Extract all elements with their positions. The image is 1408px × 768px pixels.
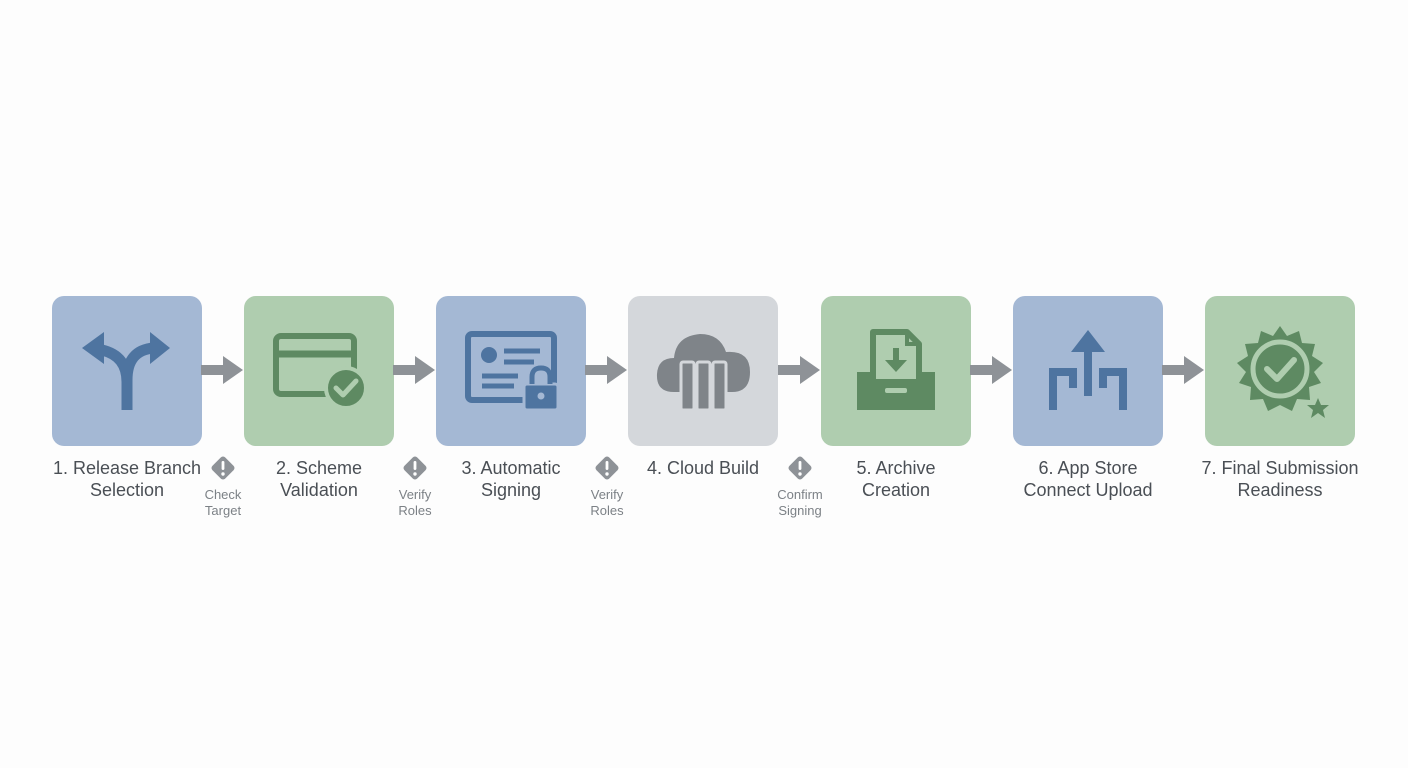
warning-diamond-icon — [211, 456, 235, 480]
card-check-icon — [273, 333, 368, 410]
step-3-tile — [436, 296, 586, 446]
certificate-lock-icon — [465, 331, 560, 412]
flow-arrow — [393, 354, 437, 386]
archive-tray-icon — [857, 329, 935, 410]
step-6-tile — [1013, 296, 1163, 446]
warning-diamond-icon — [788, 456, 812, 480]
warning-diamond-icon — [595, 456, 619, 480]
flow-arrow — [201, 354, 245, 386]
branch-fork-icon — [82, 332, 170, 410]
upload-arrow-icon — [1049, 330, 1127, 410]
badge-check-star-icon — [1237, 326, 1329, 418]
flow-arrow — [585, 354, 629, 386]
step-1-tile — [52, 296, 202, 446]
flow-arrow — [1162, 354, 1206, 386]
step-4-tile — [628, 296, 778, 446]
step-4-label: 4. Cloud Build — [646, 458, 760, 478]
step-2-tile — [244, 296, 394, 446]
flow-arrow — [778, 354, 822, 386]
step-7-tile — [1205, 296, 1355, 446]
cloud-server-icon — [656, 334, 750, 412]
warning-diamond-icon — [403, 456, 427, 480]
flow-arrow — [970, 354, 1014, 386]
step-5-tile — [821, 296, 971, 446]
